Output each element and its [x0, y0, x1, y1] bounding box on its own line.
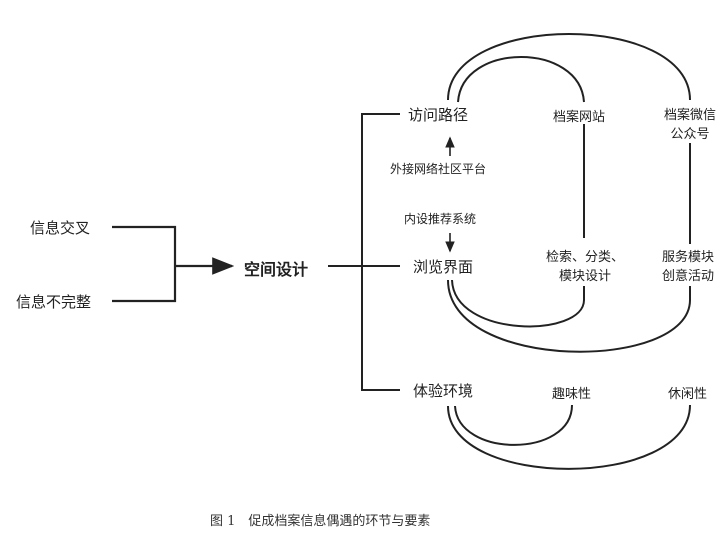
label-service-line2: 创意活动 [661, 269, 714, 284]
loop-inner-bottom [454, 404, 573, 446]
figure-caption: 图 1 促成档案信息偶遇的环节与要素 [210, 514, 431, 529]
label-archive-site: 档案网站 [553, 110, 606, 125]
loop-outer-bottom [447, 404, 691, 470]
component-browse-interface: 浏览界面 [413, 258, 474, 276]
label-search-design: 检索、分类、 模块设计 [535, 246, 635, 284]
label-leisure: 休闲性 [668, 387, 708, 402]
label-search-line1: 检索、分类、 [545, 250, 624, 265]
label-service-activity: 服务模块 创意活动 [656, 246, 720, 284]
label-archive-wechat: 档案微信 公众号 [658, 104, 722, 142]
label-archive-wechat-line1: 档案微信 [663, 108, 716, 123]
loop-outer-top [447, 33, 691, 101]
left-bracket [112, 225, 177, 303]
label-external-platform: 外接网络社区平台 [390, 162, 487, 176]
factor-info-incomplete: 信息不完整 [16, 293, 92, 311]
component-access-path: 访问路径 [408, 106, 469, 124]
label-archive-wechat-line2: 公众号 [670, 127, 710, 142]
label-service-line1: 服务模块 [661, 250, 714, 265]
loop-outer-middle [447, 279, 691, 353]
loop-inner-middle [451, 279, 585, 328]
label-fun: 趣味性 [552, 387, 592, 402]
loop-inner-top [457, 56, 585, 103]
right-bracket [361, 113, 400, 391]
center-spatial-design: 空间设计 [244, 260, 309, 279]
label-search-line2: 模块设计 [558, 269, 611, 284]
component-experience-env: 体验环境 [413, 382, 474, 400]
label-internal-recommender: 内设推荐系统 [404, 212, 477, 226]
factor-info-cross: 信息交叉 [30, 219, 91, 237]
